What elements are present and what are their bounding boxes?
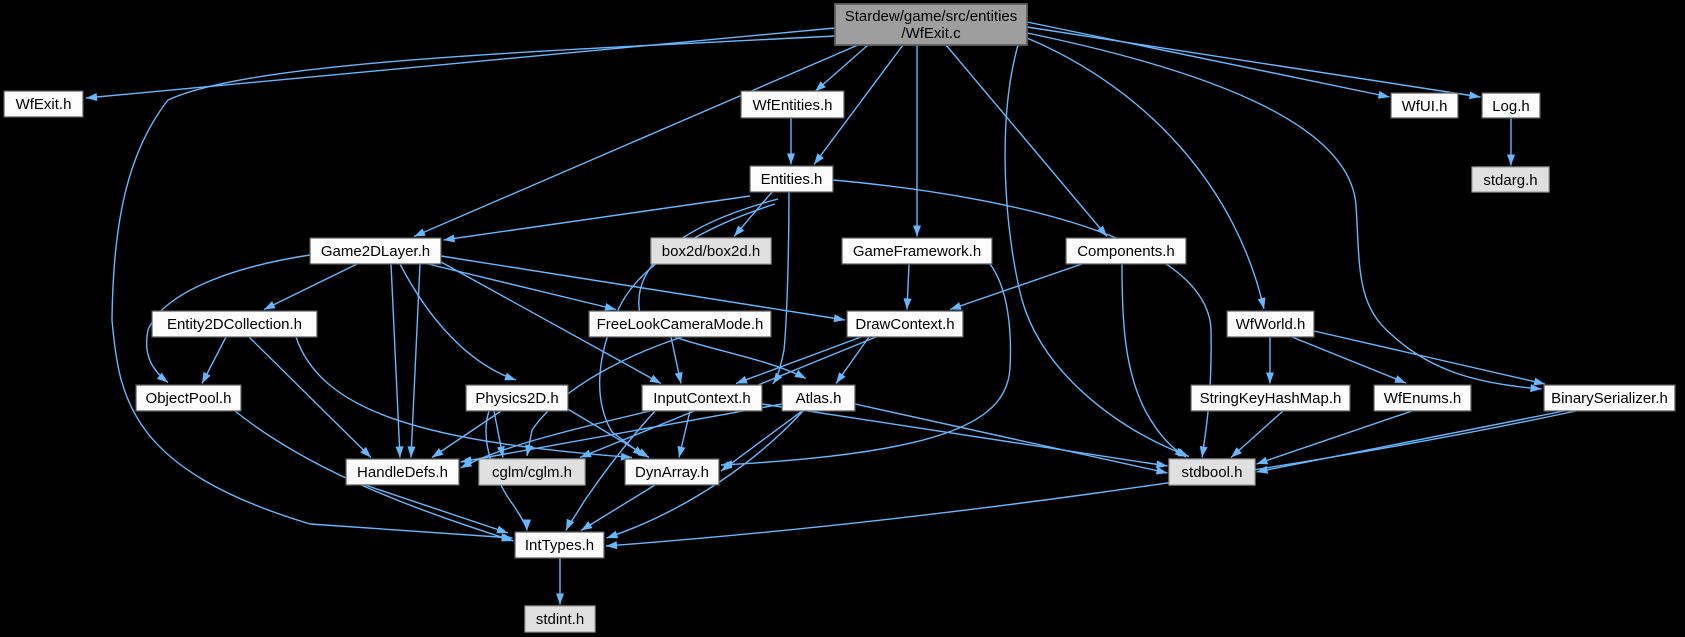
svg-text:IntTypes.h: IntTypes.h — [525, 537, 594, 554]
svg-text:cglm/cglm.h: cglm/cglm.h — [492, 464, 572, 481]
svg-text:Physics2D.h: Physics2D.h — [475, 390, 558, 407]
svg-text:Log.h: Log.h — [1492, 98, 1530, 115]
svg-text:box2d/box2d.h: box2d/box2d.h — [662, 243, 760, 260]
svg-text:ObjectPool.h: ObjectPool.h — [146, 390, 232, 407]
svg-text:DynArray.h: DynArray.h — [635, 464, 709, 481]
svg-text:WfEnums.h: WfEnums.h — [1384, 390, 1462, 407]
svg-text:/WfExit.c: /WfExit.c — [901, 25, 961, 42]
svg-text:HandleDefs.h: HandleDefs.h — [357, 464, 448, 481]
svg-text:FreeLookCameraMode.h: FreeLookCameraMode.h — [597, 316, 764, 333]
svg-text:Components.h: Components.h — [1077, 243, 1175, 260]
svg-text:WfWorld.h: WfWorld.h — [1236, 316, 1306, 333]
svg-text:Atlas.h: Atlas.h — [796, 390, 842, 407]
svg-text:WfEntities.h: WfEntities.h — [752, 97, 832, 114]
svg-text:StringKeyHashMap.h: StringKeyHashMap.h — [1200, 390, 1342, 407]
svg-text:GameFramework.h: GameFramework.h — [853, 243, 981, 260]
svg-text:InputContext.h: InputContext.h — [653, 390, 751, 407]
svg-text:stdint.h: stdint.h — [536, 611, 584, 628]
svg-text:BinarySerializer.h: BinarySerializer.h — [1551, 390, 1668, 407]
svg-text:WfExit.h: WfExit.h — [16, 96, 72, 113]
svg-text:stdarg.h: stdarg.h — [1483, 172, 1537, 189]
svg-text:Entity2DCollection.h: Entity2DCollection.h — [167, 316, 302, 333]
svg-text:Game2DLayer.h: Game2DLayer.h — [321, 243, 430, 260]
svg-text:Entities.h: Entities.h — [761, 171, 823, 188]
svg-text:DrawContext.h: DrawContext.h — [855, 316, 954, 333]
svg-text:Stardew/game/src/entities: Stardew/game/src/entities — [845, 8, 1018, 25]
svg-text:stdbool.h: stdbool.h — [1182, 464, 1243, 481]
svg-text:WfUI.h: WfUI.h — [1402, 98, 1448, 115]
